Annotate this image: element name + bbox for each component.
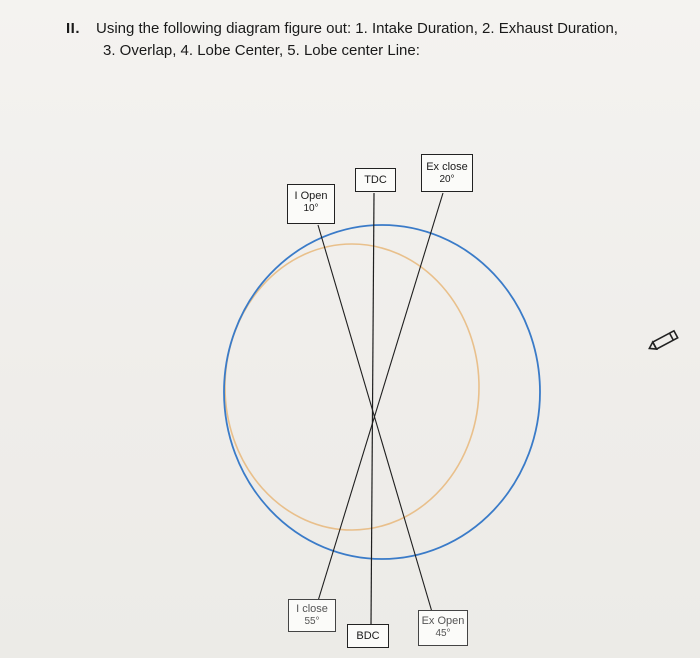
intake-circle xyxy=(224,243,480,531)
exhaust-close-line xyxy=(317,192,444,602)
tdc-label: TDC xyxy=(355,168,396,192)
exhaust-close-label: Ex close 20° xyxy=(421,154,473,192)
exhaust-circle xyxy=(223,224,541,560)
intake-open-line xyxy=(317,224,433,613)
pencil-icon[interactable] xyxy=(647,328,687,350)
intake-open-label: I Open 10° xyxy=(287,184,335,224)
exhaust-open-label: Ex Open 45° xyxy=(418,610,468,646)
bdc-label: BDC xyxy=(347,624,389,648)
intake-close-label: I close 55° xyxy=(288,599,336,632)
question-text-line-1: Using the following diagram figure out: … xyxy=(96,20,618,37)
question-number: II. xyxy=(66,20,81,37)
question-text-line-2: 3. Overlap, 4. Lobe Center, 5. Lobe cent… xyxy=(103,42,420,59)
